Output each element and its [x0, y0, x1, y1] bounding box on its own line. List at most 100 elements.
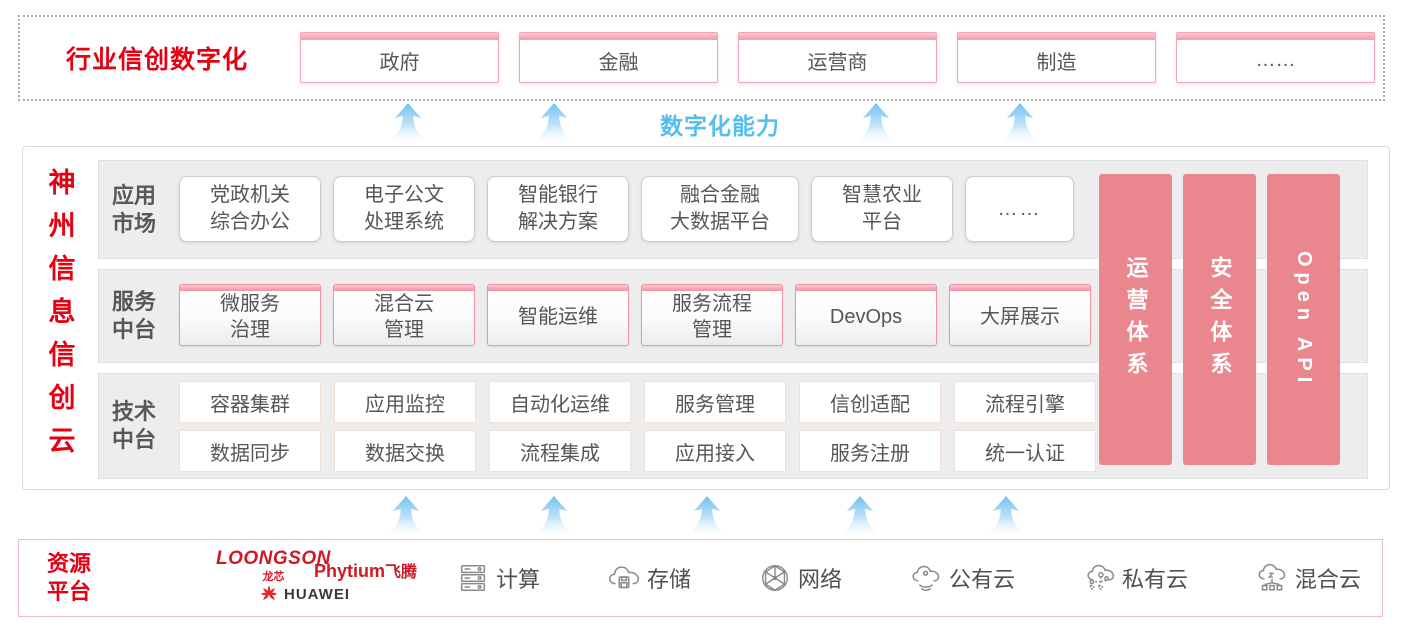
resource-item-label: 网络 [797, 567, 842, 592]
tech-platform-label: 技术 中台 [112, 399, 157, 452]
service-box-label: 大屏展示 [980, 306, 1060, 328]
pillar-label: 安全体系 [1207, 255, 1233, 384]
resource-platform-label: 资源 平台 [47, 551, 92, 604]
app-market-box-list: 党政机关 综合办公 电子公文 处理系统 智能银行 解决方案 融合金融 大数据平台… [179, 176, 1074, 242]
industry-box-label: 政府 [379, 51, 420, 74]
resource-item-label: 计算 [496, 567, 541, 592]
pillar-security-system: 安全体系 [1183, 174, 1256, 465]
industry-box-label: …… [1255, 48, 1296, 71]
up-arrow-icon [839, 496, 881, 536]
service-platform-band: 服务 中台 微服务 治理 混合云 管理 智能运维 服务流程 管理 DevOps … [98, 269, 1368, 363]
tech-box-unified-auth: 统一认证 [954, 430, 1096, 472]
service-box-label: DevOps [829, 306, 903, 328]
tech-box-app-access: 应用接入 [644, 430, 786, 472]
compute-server-icon [460, 564, 486, 592]
industry-box-government: 政府 [300, 32, 499, 83]
phytium-cn-wordmark: 飞腾 [385, 564, 418, 581]
cloud-platform-panel: 神州信息信创云 应用 市场 党政机关 综合办公 电子公文 处理系统 智能银行 解… [22, 146, 1390, 490]
service-box-label: 微服务 治理 [220, 293, 280, 341]
up-arrow-icon [533, 496, 575, 536]
resource-item-label: 公有云 [948, 567, 1015, 592]
app-box-edoc-system: 电子公文 处理系统 [333, 176, 475, 242]
public-cloud-icon [912, 565, 940, 591]
service-box-label: 智能运维 [518, 306, 598, 328]
tech-platform-band: 技术 中台 容器集群 应用监控 自动化运维 服务管理 信创适配 流程引擎 数据同… [98, 373, 1368, 479]
tech-box-data-sync: 数据同步 [179, 430, 321, 472]
huawei-wordmark: HUAWEI [284, 585, 350, 603]
app-box-gov-office: 党政机关 综合办公 [179, 176, 321, 242]
up-arrow-icon [387, 103, 429, 143]
tech-box-row-1: 容器集群 应用监控 自动化运维 服务管理 信创适配 流程引擎 [179, 381, 1096, 423]
platform-vertical-title: 神州信息信创云 [35, 147, 85, 489]
phytium-logo: Phytium飞腾 [314, 558, 417, 582]
service-box-service-process: 服务流程 管理 [641, 284, 783, 346]
service-platform-label: 服务 中台 [112, 289, 157, 342]
resource-item-list: 计算 存储 网络 [456, 540, 1361, 616]
private-cloud-icon [1087, 564, 1115, 590]
tech-box-xinchuang-adapt: 信创适配 [799, 381, 941, 423]
loongson-wordmark: LOONGSON [216, 548, 331, 569]
tech-box-service-registry: 服务注册 [799, 430, 941, 472]
app-market-label: 应用 市场 [112, 182, 157, 236]
tech-box-automation-ops: 自动化运维 [489, 381, 631, 423]
up-arrow-icon [985, 496, 1027, 536]
tech-box-app-monitoring: 应用监控 [334, 381, 476, 423]
up-arrow-icon [999, 103, 1041, 143]
pillar-operation-system: 运营体系 [1099, 174, 1172, 465]
tech-box-service-mgmt: 服务管理 [644, 381, 786, 423]
up-arrow-icon [385, 496, 427, 536]
resource-item-network: 网络 [758, 561, 842, 595]
app-market-band: 应用 市场 党政机关 综合办公 电子公文 处理系统 智能银行 解决方案 融合金融… [98, 160, 1368, 259]
industry-box-manufacturing: 制造 [957, 32, 1156, 83]
service-box-microservice: 微服务 治理 [179, 284, 321, 346]
app-box-finance-bigdata: 融合金融 大数据平台 [641, 176, 799, 242]
resource-item-label: 存储 [646, 567, 691, 592]
up-arrow-icon [686, 496, 728, 536]
resource-platform-panel: 资源 平台 LOONGSON 龙芯 Phytium飞腾 HUAWEI [18, 539, 1383, 617]
huawei-flower-icon [260, 585, 278, 600]
loongson-cn-wordmark: 龙芯 [262, 571, 285, 583]
resource-item-label: 混合云 [1294, 567, 1361, 592]
pillar-open-api: Open API [1267, 174, 1340, 465]
industry-box-finance: 金融 [519, 32, 718, 83]
service-box-label: 服务流程 管理 [672, 293, 752, 341]
hybrid-cloud-icon [1258, 563, 1286, 591]
service-box-intelligent-ops: 智能运维 [487, 284, 629, 346]
service-box-dashboard: 大屏展示 [949, 284, 1091, 346]
resource-item-storage: 存储 [607, 561, 691, 595]
network-globe-icon [761, 564, 788, 592]
tech-box-process-integration: 流程集成 [489, 430, 631, 472]
tech-box-data-exchange: 数据交换 [334, 430, 476, 472]
platform-title-text: 神州信息信创云 [44, 167, 75, 469]
pillar-label: Open API [1293, 250, 1315, 389]
app-box-smart-agriculture: 智慧农业 平台 [811, 176, 953, 242]
storage-cloud-icon [609, 566, 639, 589]
phytium-wordmark: Phytium [314, 561, 386, 581]
up-arrow-icon [533, 103, 575, 143]
huawei-logo: HUAWEI [259, 584, 350, 604]
resource-item-label: 私有云 [1121, 567, 1188, 592]
tech-box-row-2: 数据同步 数据交换 流程集成 应用接入 服务注册 统一认证 [179, 430, 1096, 472]
service-box-list: 微服务 治理 混合云 管理 智能运维 服务流程 管理 DevOps 大屏展示 [179, 284, 1091, 346]
industry-banner: 行业信创数字化 政府 金融 运营商 制造 …… [18, 15, 1385, 101]
loongson-logo: LOONGSON 龙芯 [216, 548, 331, 584]
service-box-hybrid-cloud-mgmt: 混合云 管理 [333, 284, 475, 346]
resource-item-public-cloud: 公有云 [909, 561, 1015, 595]
industry-box-label: 金融 [598, 51, 639, 74]
up-arrow-icon [855, 103, 897, 143]
tech-box-process-engine: 流程引擎 [954, 381, 1096, 423]
digital-capability-label: 数字化能力 [660, 113, 780, 139]
service-box-label: 混合云 管理 [374, 293, 434, 341]
industry-box-operator: 运营商 [738, 32, 937, 83]
industry-banner-title: 行业信创数字化 [66, 46, 249, 74]
service-box-devops: DevOps [795, 284, 937, 346]
industry-box-label: 运营商 [807, 51, 868, 74]
tech-box-container-cluster: 容器集群 [179, 381, 321, 423]
app-box-smart-banking: 智能银行 解决方案 [487, 176, 629, 242]
industry-box-more: …… [1176, 32, 1375, 83]
industry-box-label: 制造 [1036, 51, 1077, 74]
resource-item-private-cloud: 私有云 [1082, 561, 1188, 595]
pillar-label: 运营体系 [1123, 255, 1149, 384]
resource-item-compute: 计算 [456, 561, 540, 595]
